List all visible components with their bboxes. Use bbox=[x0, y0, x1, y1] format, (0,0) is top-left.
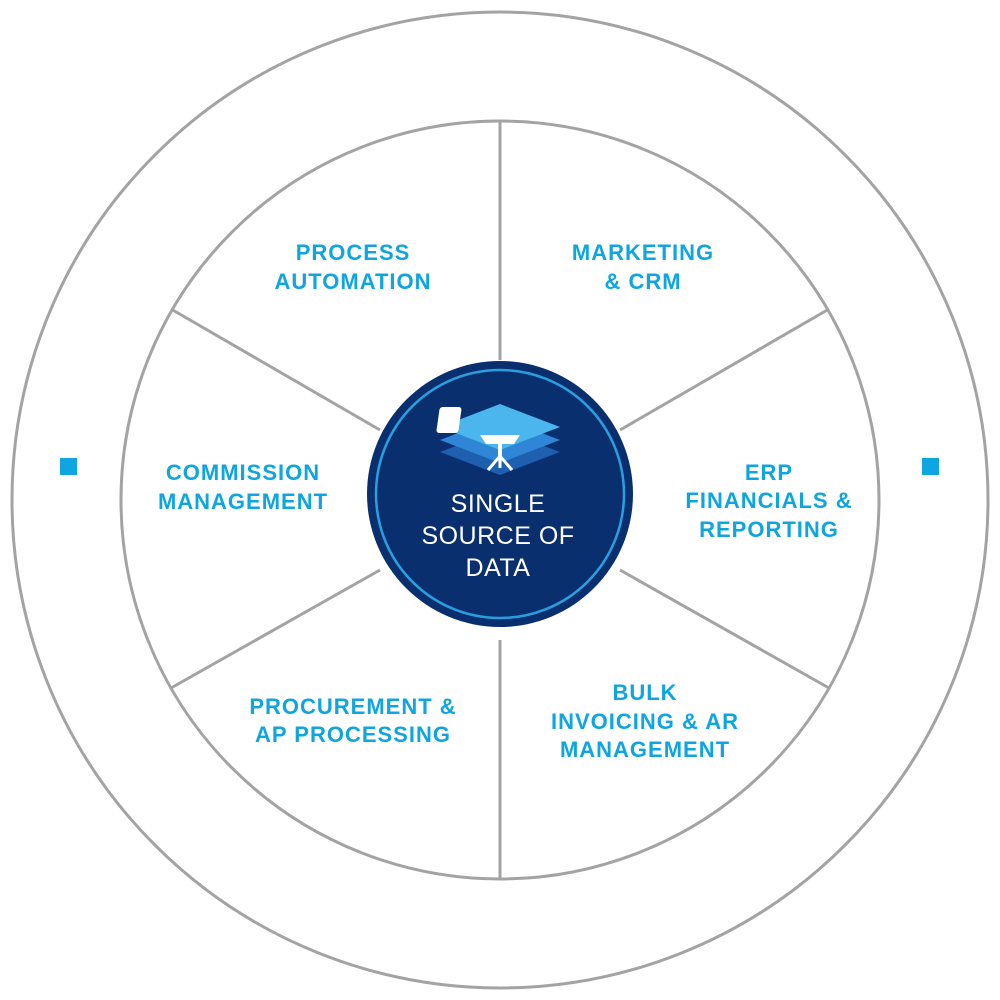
spoke-bottom-left bbox=[170, 568, 381, 690]
segment-label-line: COMMISSION bbox=[166, 460, 320, 485]
left-square-marker-icon bbox=[60, 458, 77, 475]
segment-label-line: MARKETING bbox=[572, 240, 714, 265]
spoke-top-right bbox=[619, 307, 830, 432]
segment-label-line: AUTOMATION bbox=[274, 269, 431, 294]
segment-commission-management: COMMISSION MANAGEMENT bbox=[158, 460, 328, 514]
spoke-top-left bbox=[170, 307, 381, 432]
segment-label-line: PROCUREMENT & bbox=[249, 694, 456, 719]
segment-label-line: INVOICING & AR bbox=[551, 709, 739, 734]
right-square-marker-icon bbox=[922, 458, 939, 475]
segment-label-line: AP PROCESSING bbox=[255, 722, 451, 747]
database-layers-icon bbox=[436, 404, 560, 475]
hub-label-line: SINGLE bbox=[451, 490, 546, 518]
hub-label-line: DATA bbox=[466, 554, 531, 582]
segment-label-line: & CRM bbox=[604, 269, 681, 294]
spoke-bottom-right bbox=[619, 568, 830, 690]
segment-label-line: MANAGEMENT bbox=[158, 489, 328, 514]
segment-marketing-crm: MARKETING & CRM bbox=[572, 240, 714, 294]
hub-outer-circle bbox=[367, 361, 633, 627]
segment-bulk-invoicing: BULK INVOICING & AR MANAGEMENT bbox=[551, 680, 739, 762]
hub-highlight-ring bbox=[374, 368, 626, 620]
segment-label-line: ERP bbox=[745, 460, 793, 485]
center-hub: SINGLE SOURCE OF DATA bbox=[367, 361, 633, 627]
hub-label-line: SOURCE OF bbox=[421, 522, 574, 550]
segment-label-line: PROCESS bbox=[296, 240, 411, 265]
segment-label-line: REPORTING bbox=[699, 517, 839, 542]
segment-erp-financials: ERP FINANCIALS & REPORTING bbox=[685, 460, 852, 542]
segment-process-automation: PROCESS AUTOMATION bbox=[274, 240, 431, 294]
wheel-spokes bbox=[170, 121, 830, 879]
outer-ring bbox=[10, 10, 990, 990]
segment-label-line: FINANCIALS & bbox=[685, 488, 852, 513]
segment-label-line: MANAGEMENT bbox=[560, 737, 730, 762]
segment-label-line: BULK bbox=[612, 680, 677, 705]
segment-procurement: PROCUREMENT & AP PROCESSING bbox=[249, 694, 456, 747]
